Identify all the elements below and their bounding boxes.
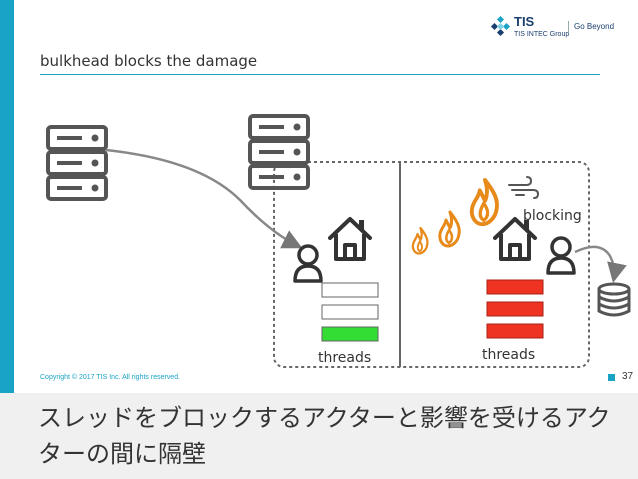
title-divider (40, 74, 600, 75)
tis-logo-icon (490, 16, 511, 37)
page-marker (608, 374, 615, 381)
thread-free-2 (321, 304, 379, 320)
house-icon (493, 217, 537, 261)
flame-icon (438, 210, 461, 248)
remote-server-icon (248, 114, 310, 190)
request-arrow (105, 148, 303, 249)
flame-icon (411, 226, 429, 255)
db-arrow (574, 245, 627, 283)
thread-free-1 (321, 282, 379, 298)
caption-text: スレッドをブロックするアクターと影響を受けるアクターの間に隔壁 (38, 404, 611, 468)
slide-title: bulkhead blocks the damage (40, 52, 258, 70)
logo-tagline: Go Beyond (568, 21, 614, 33)
right-threads-label: threads (482, 347, 535, 363)
page-number: 37 (622, 371, 634, 382)
thread-blocked-2 (486, 301, 544, 317)
bulkhead-diagram: threads blocking threads (46, 114, 631, 368)
caption-banner (0, 393, 638, 479)
database-icon (597, 282, 631, 317)
thread-blocked-1 (486, 279, 544, 295)
person-icon (546, 236, 576, 275)
left-threads-label: threads (318, 350, 371, 366)
person-icon (293, 244, 323, 283)
thread-active (321, 326, 379, 342)
client-server-icon (46, 125, 108, 201)
blocking-label: blocking (523, 208, 582, 224)
company-logo: TIS TIS INTEC Group Go Beyond (490, 12, 630, 48)
flame-icon (469, 178, 499, 227)
bulkhead-container (273, 161, 590, 368)
logo-group: TIS INTEC Group (514, 31, 570, 38)
wind-icon (508, 176, 540, 199)
thread-blocked-3 (486, 323, 544, 339)
house-icon (328, 217, 372, 261)
copyright-text: Copyright © 2017 TIS Inc. All rights res… (40, 374, 181, 381)
left-accent-bar (0, 0, 14, 393)
logo-name: TIS (514, 14, 535, 29)
